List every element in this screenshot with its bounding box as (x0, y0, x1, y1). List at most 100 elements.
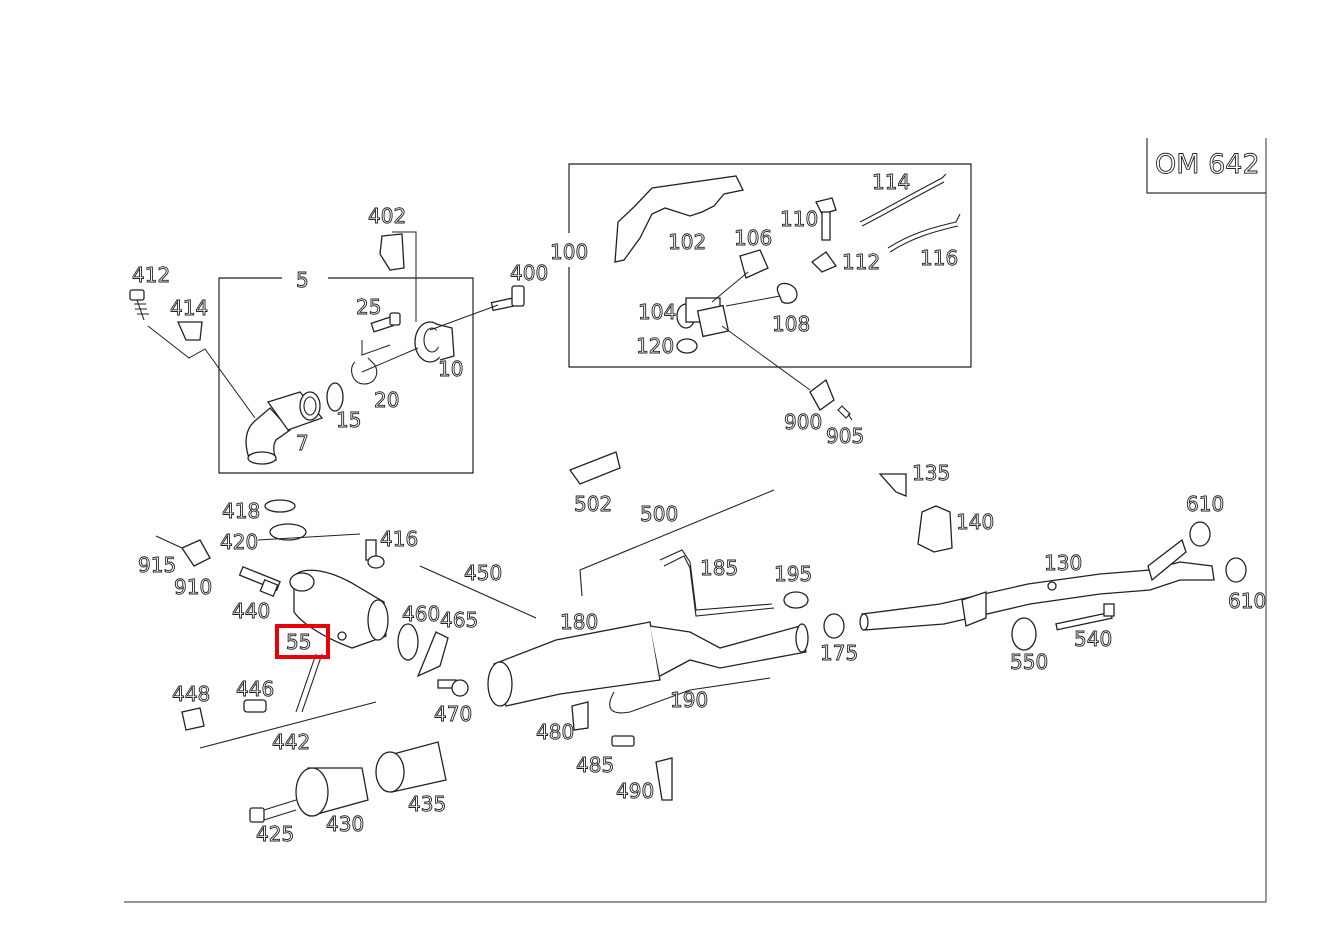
part-10-flange[interactable] (414, 321, 455, 363)
part-430-shell[interactable] (295, 767, 369, 817)
part-175-clamp[interactable] (823, 613, 845, 639)
label-500[interactable]: 500 (640, 502, 679, 527)
label-420[interactable]: 420 (220, 530, 259, 555)
part-425-bolt[interactable] (249, 799, 297, 823)
part-20-clamp[interactable] (351, 357, 378, 385)
part-180-silencer[interactable] (487, 621, 809, 707)
label-190[interactable]: 190 (670, 688, 709, 713)
label-106[interactable]: 106 (734, 226, 773, 251)
part-114-hose[interactable] (859, 173, 947, 227)
part-416-bolt[interactable] (365, 539, 385, 569)
label-180[interactable]: 180 (560, 610, 599, 635)
label-442[interactable]: 442 (272, 730, 311, 755)
label-470[interactable]: 470 (434, 702, 473, 727)
part-420-gasket[interactable] (269, 523, 307, 541)
label-7[interactable]: 7 (296, 431, 310, 456)
part-470-bolt[interactable] (437, 679, 469, 697)
label-446[interactable]: 446 (236, 677, 275, 702)
part-55-particulate-filter[interactable] (289, 569, 389, 649)
part-104-valve[interactable] (676, 297, 730, 338)
part-185-pipe[interactable] (659, 549, 775, 617)
part-440-sensor[interactable] (238, 565, 281, 598)
part-140-mount[interactable] (917, 505, 953, 553)
label-430[interactable]: 430 (326, 812, 365, 837)
label-110[interactable]: 110 (780, 207, 819, 232)
part-910-sensor[interactable] (181, 539, 211, 567)
part-540-bolt[interactable] (1055, 603, 1115, 631)
label-55[interactable]: 55 (286, 630, 312, 655)
part-400-stud[interactable] (490, 285, 525, 312)
label-900[interactable]: 900 (784, 410, 823, 435)
part-905-screw[interactable] (837, 405, 853, 421)
label-610-upper[interactable]: 610 (1186, 492, 1225, 517)
label-414[interactable]: 414 (170, 296, 209, 321)
label-485[interactable]: 485 (576, 753, 615, 778)
part-485-bolt[interactable] (611, 735, 635, 747)
label-416[interactable]: 416 (380, 527, 419, 552)
label-550[interactable]: 550 (1010, 650, 1049, 675)
label-100[interactable]: 100 (550, 240, 589, 265)
part-900-sensor[interactable] (809, 378, 835, 411)
part-120-nut[interactable] (676, 338, 698, 354)
label-425[interactable]: 425 (256, 822, 295, 847)
label-185[interactable]: 185 (700, 556, 739, 581)
label-502[interactable]: 502 (574, 492, 613, 517)
part-15-gasket[interactable] (326, 382, 344, 412)
part-412-screw[interactable] (129, 289, 149, 321)
part-7-catalyst-pipe[interactable] (245, 391, 324, 465)
label-402[interactable]: 402 (368, 204, 407, 229)
part-480-bracket[interactable] (571, 701, 589, 731)
part-108-clip[interactable] (776, 282, 798, 304)
part-195-clamp[interactable] (783, 591, 809, 609)
label-120[interactable]: 120 (636, 334, 675, 359)
label-10[interactable]: 10 (438, 357, 464, 382)
part-442-line[interactable] (199, 701, 377, 749)
label-114[interactable]: 114 (872, 170, 911, 195)
label-915[interactable]: 915 (138, 553, 177, 578)
part-106-clip[interactable] (739, 249, 769, 279)
part-25-bolt[interactable] (370, 312, 401, 333)
part-112-clip[interactable] (810, 251, 837, 273)
part-110-bolt[interactable] (815, 197, 837, 241)
label-465[interactable]: 465 (440, 608, 479, 633)
part-502-bracket[interactable] (568, 451, 621, 485)
part-414-bracket[interactable] (176, 321, 203, 341)
part-446-bolt[interactable] (243, 699, 267, 713)
label-108[interactable]: 108 (772, 312, 811, 337)
label-116[interactable]: 116 (920, 246, 959, 271)
label-104[interactable]: 104 (638, 300, 677, 325)
label-540[interactable]: 540 (1074, 627, 1113, 652)
label-905[interactable]: 905 (826, 424, 865, 449)
part-102-bracket[interactable] (614, 175, 744, 263)
label-460[interactable]: 460 (402, 602, 441, 627)
label-480[interactable]: 480 (536, 720, 575, 745)
label-435[interactable]: 435 (408, 792, 447, 817)
label-440[interactable]: 440 (232, 599, 271, 624)
part-130-tailpipe[interactable] (859, 538, 1215, 631)
label-20[interactable]: 20 (374, 388, 400, 413)
label-25[interactable]: 25 (356, 295, 382, 320)
label-910[interactable]: 910 (174, 575, 213, 600)
label-112[interactable]: 112 (842, 250, 881, 275)
part-435-shell[interactable] (375, 741, 447, 793)
label-400[interactable]: 400 (510, 261, 549, 286)
label-412[interactable]: 412 (132, 263, 171, 288)
part-190-pipe[interactable] (609, 677, 771, 714)
label-130[interactable]: 130 (1044, 551, 1083, 576)
part-550-clamp[interactable] (1011, 617, 1037, 651)
label-195[interactable]: 195 (774, 562, 813, 587)
part-116-hose[interactable] (887, 213, 961, 253)
part-448-clip[interactable] (181, 707, 205, 731)
label-102[interactable]: 102 (668, 230, 707, 255)
label-448[interactable]: 448 (172, 682, 211, 707)
part-490-bracket[interactable] (655, 757, 673, 801)
part-135-hanger[interactable] (878, 473, 907, 497)
part-610-clamp-upper[interactable] (1189, 521, 1211, 547)
label-175[interactable]: 175 (820, 641, 859, 666)
part-460-gasket[interactable] (397, 623, 419, 661)
part-450-line[interactable] (419, 565, 537, 619)
part-610-clamp-lower[interactable] (1225, 557, 1247, 583)
label-140[interactable]: 140 (956, 510, 995, 535)
label-15[interactable]: 15 (336, 408, 362, 433)
label-450[interactable]: 450 (464, 561, 503, 586)
